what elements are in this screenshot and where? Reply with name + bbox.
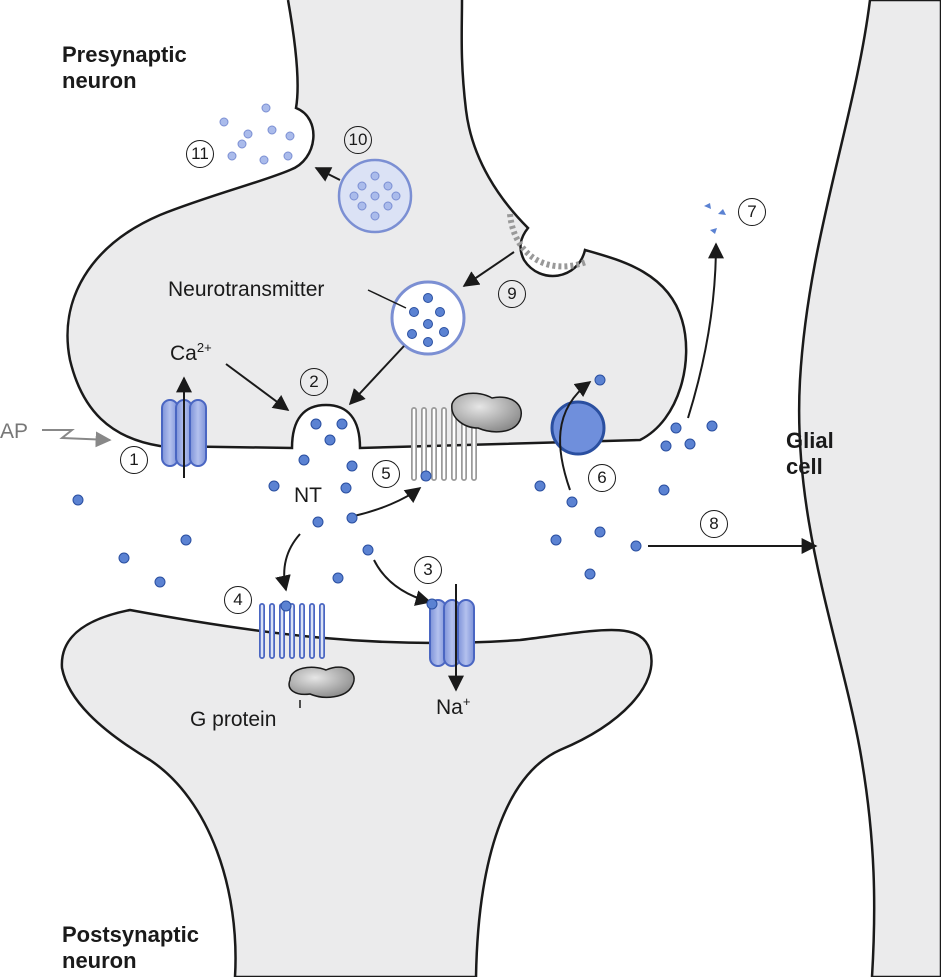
step-10: 10	[344, 126, 372, 154]
presynaptic-autoreceptor	[411, 392, 523, 481]
vesicle-molecule	[439, 327, 449, 337]
recycled-vesicle-molecule	[349, 191, 359, 201]
vesicle-molecule	[409, 307, 419, 317]
step-8: 8	[700, 510, 728, 538]
arrow-5	[353, 487, 422, 517]
nt-molecule	[420, 470, 432, 482]
nt-molecule	[298, 454, 310, 466]
nt-molecule	[362, 544, 374, 556]
nt-molecule	[534, 480, 546, 492]
recycled-vesicle-molecule	[357, 201, 367, 211]
glial-label: Glial cell	[786, 428, 834, 479]
vesicle-molecule	[407, 329, 417, 339]
nt-molecule	[660, 440, 672, 452]
nt-molecule	[706, 420, 718, 432]
released-molecule	[237, 139, 247, 149]
sodium-label: Na+	[436, 694, 471, 719]
recycled-vesicle-molecule	[357, 181, 367, 191]
degraded-fragments	[704, 203, 726, 234]
postsynaptic-label: Postsynaptic neuron	[62, 922, 199, 973]
step-9: 9	[498, 280, 526, 308]
step-3: 3	[414, 556, 442, 584]
nt-molecule	[346, 512, 358, 524]
arrow-9	[462, 251, 515, 287]
recycled-vesicle-molecule	[383, 181, 393, 191]
released-molecule	[227, 151, 237, 161]
nt-molecule	[684, 438, 696, 450]
nt-molecule	[118, 552, 130, 564]
nt-molecule	[72, 494, 84, 506]
arrow-7	[687, 242, 724, 419]
vesicle-to-fusion-arrow	[348, 345, 405, 406]
nt-molecule	[426, 598, 438, 610]
released-molecule	[219, 117, 229, 127]
nt-molecule	[584, 568, 596, 580]
nt-molecule	[280, 600, 292, 612]
clathrin-coat	[507, 213, 588, 270]
step-11: 11	[186, 140, 214, 168]
step-1: 1	[120, 446, 148, 474]
nt-label: NT	[294, 484, 322, 507]
step-4: 4	[224, 586, 252, 614]
released-molecule	[259, 155, 269, 165]
nt-molecule	[658, 484, 670, 496]
nt-molecule	[310, 418, 322, 430]
released-molecule	[283, 151, 293, 161]
neurotransmitter-label: Neurotransmitter	[168, 278, 325, 301]
nt-molecule	[312, 516, 324, 528]
sodium-channel	[429, 584, 475, 692]
nt-molecule	[340, 482, 352, 494]
nt-molecule	[180, 534, 192, 546]
presynaptic-label: Presynaptic neuron	[62, 42, 187, 93]
calcium-arrow	[225, 363, 290, 411]
vesicle-molecule	[423, 293, 433, 303]
released-molecule	[261, 103, 271, 113]
glial-cell	[797, 0, 941, 977]
released-molecule	[243, 129, 253, 139]
vesicle-molecule	[423, 337, 433, 347]
nt-molecule	[154, 576, 166, 588]
nt-molecule	[594, 526, 606, 538]
nt-molecule	[336, 418, 348, 430]
calcium-label: Ca2+	[170, 340, 212, 365]
arrow-10-to-11	[314, 167, 341, 182]
arrow-3	[373, 559, 432, 606]
step-5: 5	[372, 460, 400, 488]
ap-arrow	[42, 429, 112, 448]
g-protein-label: G protein	[190, 708, 277, 731]
arrow-6	[559, 381, 592, 491]
gpcr-receptor	[259, 603, 355, 699]
nt-molecule	[332, 572, 344, 584]
nt-molecule	[566, 496, 578, 508]
recycled-vesicle-molecule	[383, 201, 393, 211]
nt-molecule	[594, 374, 606, 386]
recycled-vesicle-molecule	[370, 211, 380, 221]
nt-molecule	[550, 534, 562, 546]
arrow-4	[275, 533, 301, 592]
recycled-vesicle-molecule	[370, 171, 380, 181]
nt-molecule	[630, 540, 642, 552]
nt-molecule	[346, 460, 358, 472]
released-molecule	[267, 125, 277, 135]
nt-molecule	[670, 422, 682, 434]
vesicle-molecule	[435, 307, 445, 317]
ap-label: AP	[0, 420, 29, 443]
step-2: 2	[300, 368, 328, 396]
step-7: 7	[738, 198, 766, 226]
nt-molecule	[324, 434, 336, 446]
neurotransmitter-pointer	[367, 289, 407, 309]
recycled-vesicle-molecule	[370, 191, 380, 201]
nt-molecule	[268, 480, 280, 492]
neurotransmitter-molecules	[72, 103, 718, 612]
recycled-vesicle-molecule	[391, 191, 401, 201]
postsynaptic-neuron	[60, 608, 653, 977]
calcium-channel	[161, 376, 207, 478]
vesicle-molecule	[423, 319, 433, 329]
released-molecule	[285, 131, 295, 141]
step-6: 6	[588, 464, 616, 492]
